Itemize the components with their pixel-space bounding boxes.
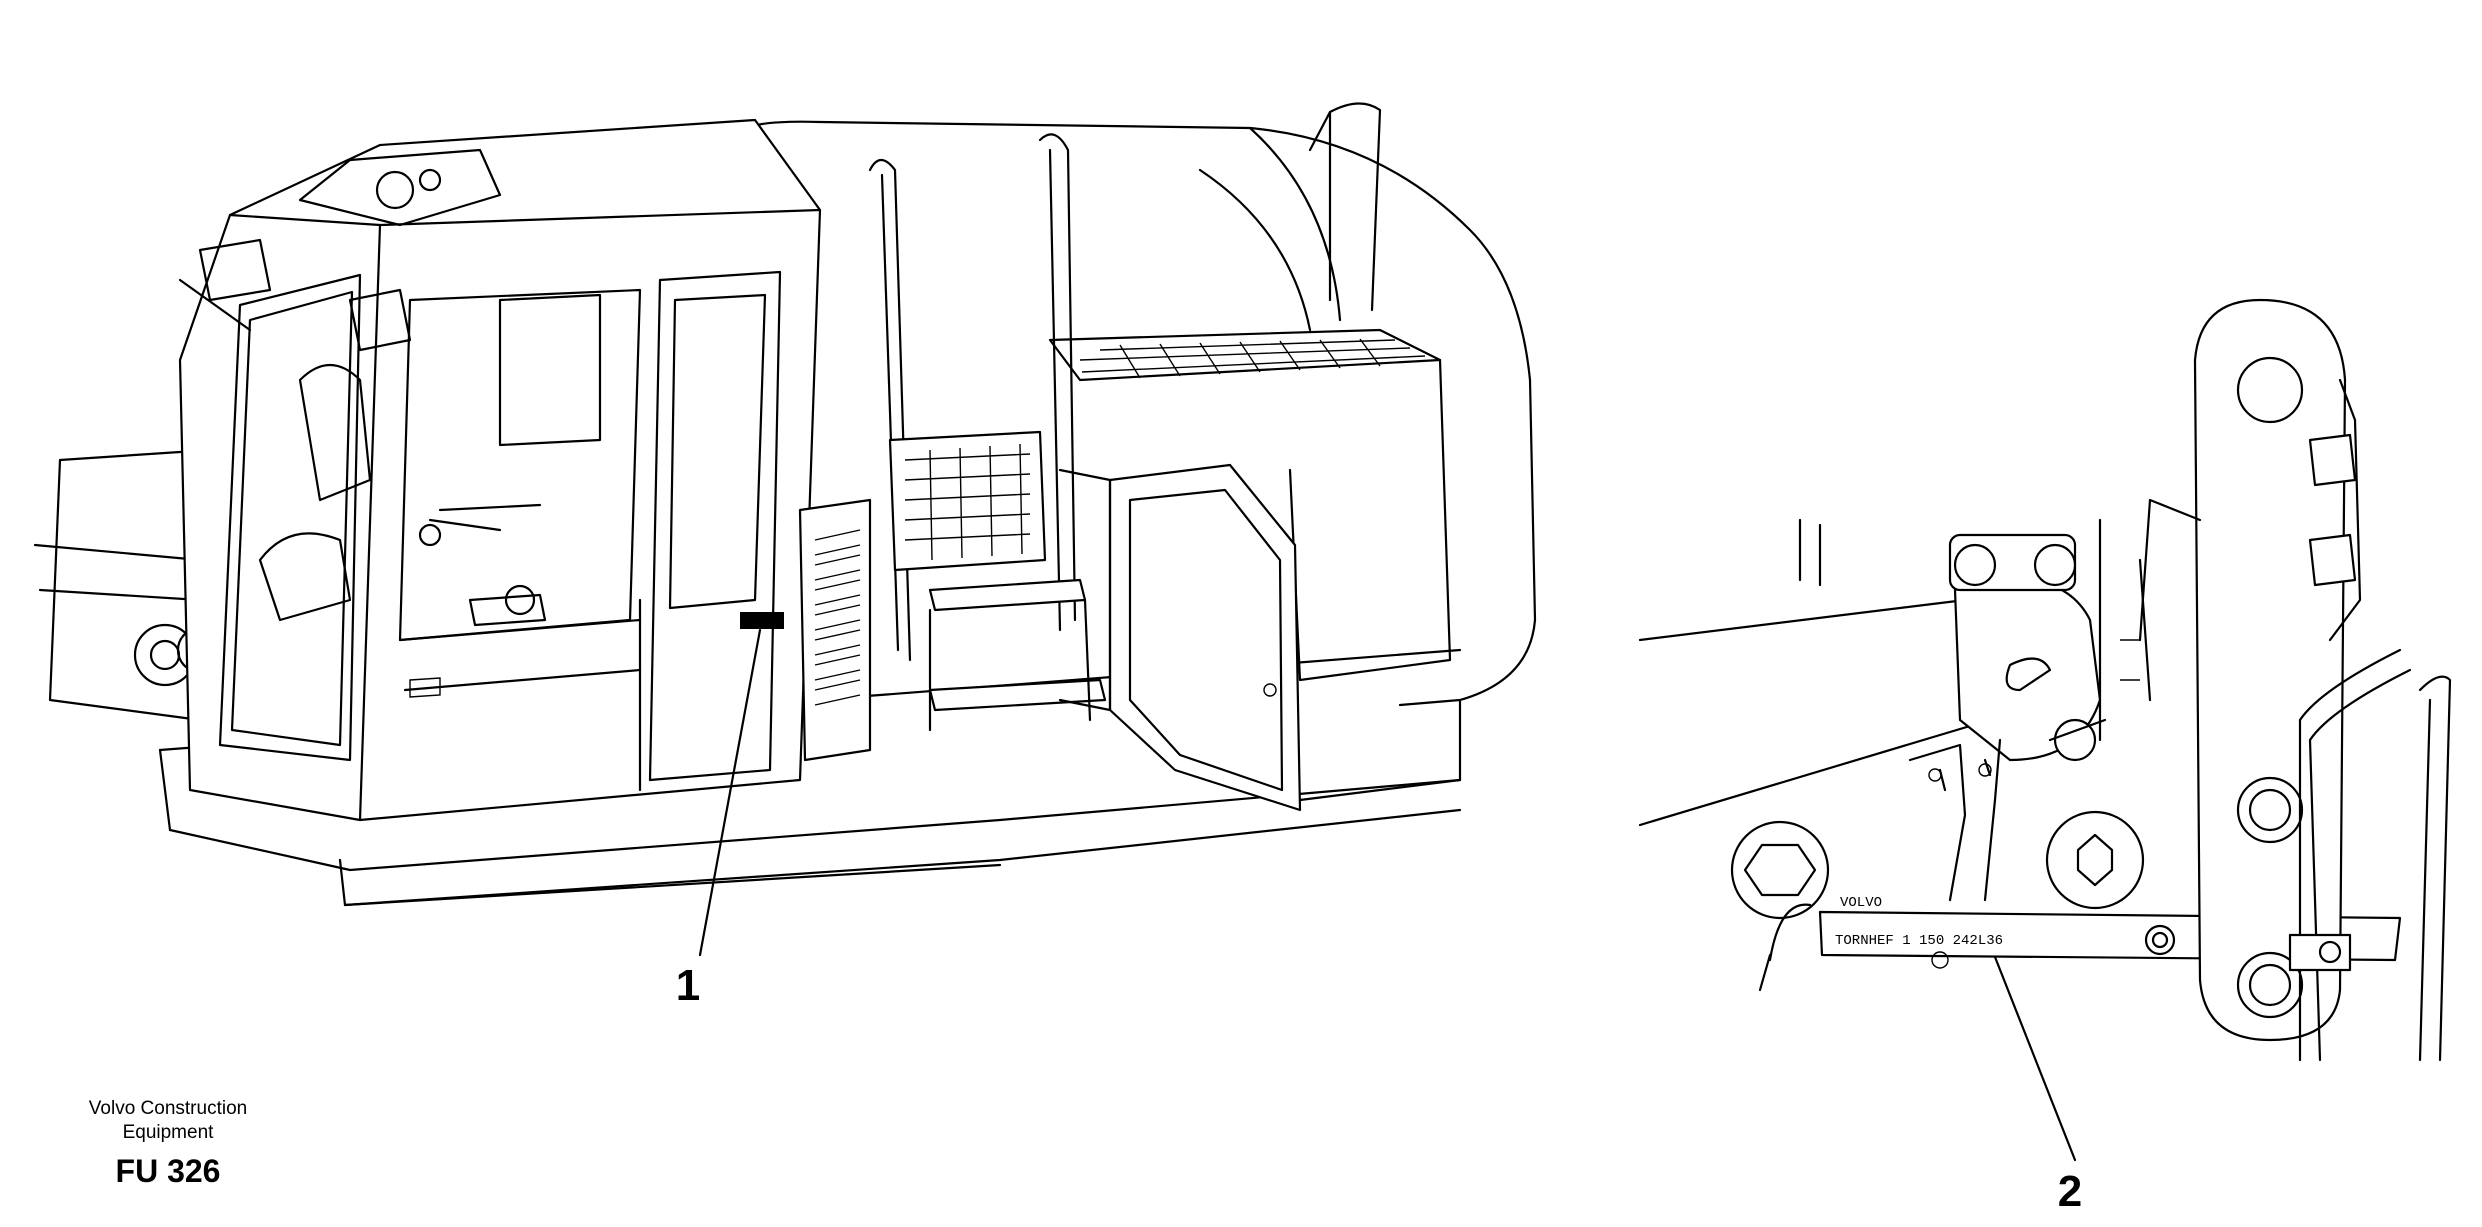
leader-line-2 — [1993, 955, 2077, 1162]
figure-code: FU 326 — [116, 1153, 221, 1189]
id-plate-marker — [740, 612, 784, 629]
callout-1: 1 — [676, 961, 700, 1010]
plate-brand: VOLVO — [1840, 895, 1882, 911]
callout-2: 2 — [2058, 1167, 2082, 1216]
leader-line-1 — [698, 628, 762, 957]
plate-text: TORNHEF 1 150 242L36 — [1835, 933, 2003, 949]
credit-line-1: Volvo Construction — [89, 1098, 247, 1119]
detail-view: VOLVO TORNHEF 1 150 242L36 — [1638, 298, 2452, 1062]
credit-line-2: Equipment — [123, 1122, 215, 1143]
excavator-upper-structure — [33, 102, 1537, 907]
